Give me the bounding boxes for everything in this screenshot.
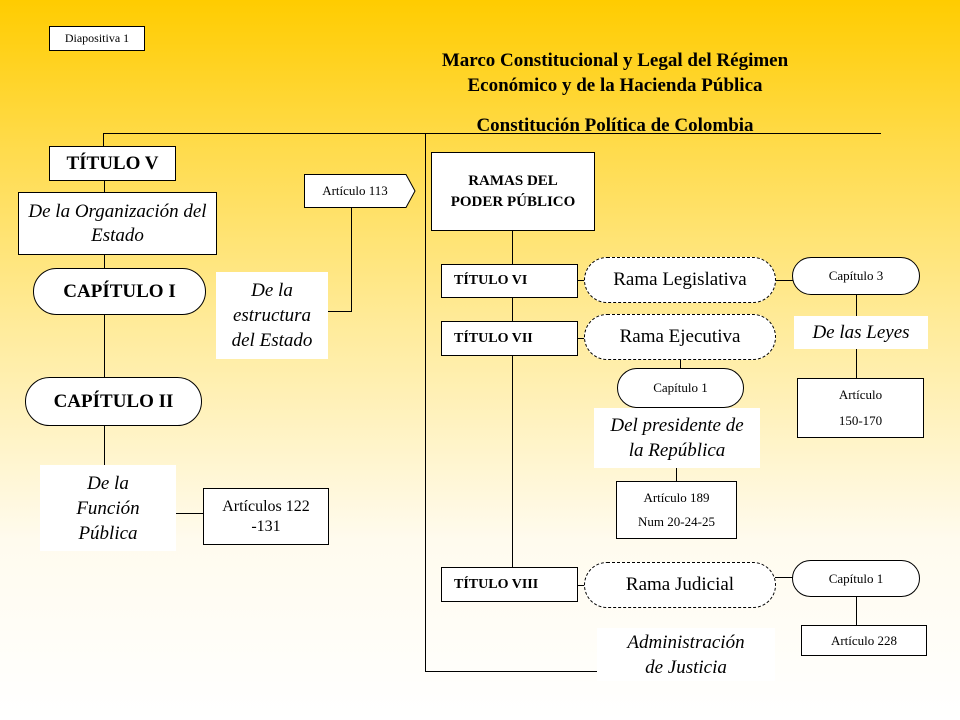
titulo-vi-box: TÍTULO VI (441, 264, 578, 298)
capitulo-1-ejecutiva-pill: Capítulo 1 (617, 368, 744, 408)
articulo-189-line1: Artículo 189 (643, 490, 710, 505)
title-line-2: Económico y de la Hacienda Pública (467, 75, 763, 96)
connector-line (856, 294, 857, 316)
connector-line (103, 133, 104, 148)
administracion-text: Administración de Justicia (597, 628, 775, 681)
del-presidente-text: Del presidente de la República (594, 408, 760, 468)
connector-line (577, 338, 585, 339)
articulo-228-box: Artículo 228 (801, 625, 927, 656)
articulo-150-box: Artículo 150-170 (797, 378, 924, 438)
capitulo-1-judicial-pill: Capítulo 1 (792, 560, 920, 597)
connector-line (775, 280, 793, 281)
articulo-113-arrow-box (304, 174, 416, 208)
connector-line (512, 231, 513, 265)
connector-line (104, 314, 105, 378)
capitulo-ii-pill: CAPÍTULO II (25, 377, 202, 426)
connector-line (351, 208, 352, 312)
slide-label: Diapositiva 1 (49, 26, 145, 51)
rama-ejecutiva-pill: Rama Ejecutiva (584, 314, 776, 360)
title-line-1: Marco Constitucional y Legal del Régimen (441, 50, 789, 71)
connector-line (104, 180, 105, 194)
connector-line (577, 280, 585, 281)
title-line-3: Constitución Política de Colombia (476, 115, 754, 136)
connector-line (103, 133, 881, 134)
connector-line (104, 425, 105, 465)
connector-line (775, 577, 793, 578)
titulo-vii-box: TÍTULO VII (441, 321, 578, 356)
articulo-150-line1: Artículo (838, 387, 883, 402)
connector-line (175, 513, 204, 514)
connector-line (327, 311, 352, 312)
connector-line (425, 671, 598, 672)
titulo-viii-box: TÍTULO VIII (441, 567, 578, 602)
capitulo-i-pill: CAPÍTULO I (33, 268, 206, 315)
articulo-189-line2: Num 20-24-25 (638, 514, 715, 529)
rama-judicial-pill: Rama Judicial (584, 562, 776, 608)
ramas-box: RAMAS DEL PODER PÚBLICO (431, 152, 595, 231)
connector-line (856, 596, 857, 626)
de-las-leyes-text: De las Leyes (794, 316, 928, 349)
connector-line (577, 585, 585, 586)
connector-line (676, 468, 677, 482)
connector-line (104, 254, 105, 270)
articulo-113-label: Artículo 113 (322, 183, 388, 198)
connector-line (856, 349, 857, 379)
articulos-122-box: Artículos 122 -131 (203, 488, 329, 545)
connector-line (512, 298, 513, 322)
connector-line (512, 356, 513, 568)
rama-legislativa-pill: Rama Legislativa (584, 257, 776, 303)
organizacion-box: De la Organización del Estado (18, 192, 217, 255)
articulo-150-line2: 150-170 (838, 413, 883, 428)
capitulo-3-pill: Capítulo 3 (792, 257, 920, 295)
estructura-text: De la estructura del Estado (216, 272, 328, 359)
connector-line (425, 133, 426, 672)
titulo-v-box: TÍTULO V (49, 146, 176, 181)
funcion-publica-text: De la Función Pública (40, 465, 176, 551)
articulo-189-box: Artículo 189 Num 20-24-25 (616, 481, 737, 539)
connector-line (680, 359, 681, 370)
